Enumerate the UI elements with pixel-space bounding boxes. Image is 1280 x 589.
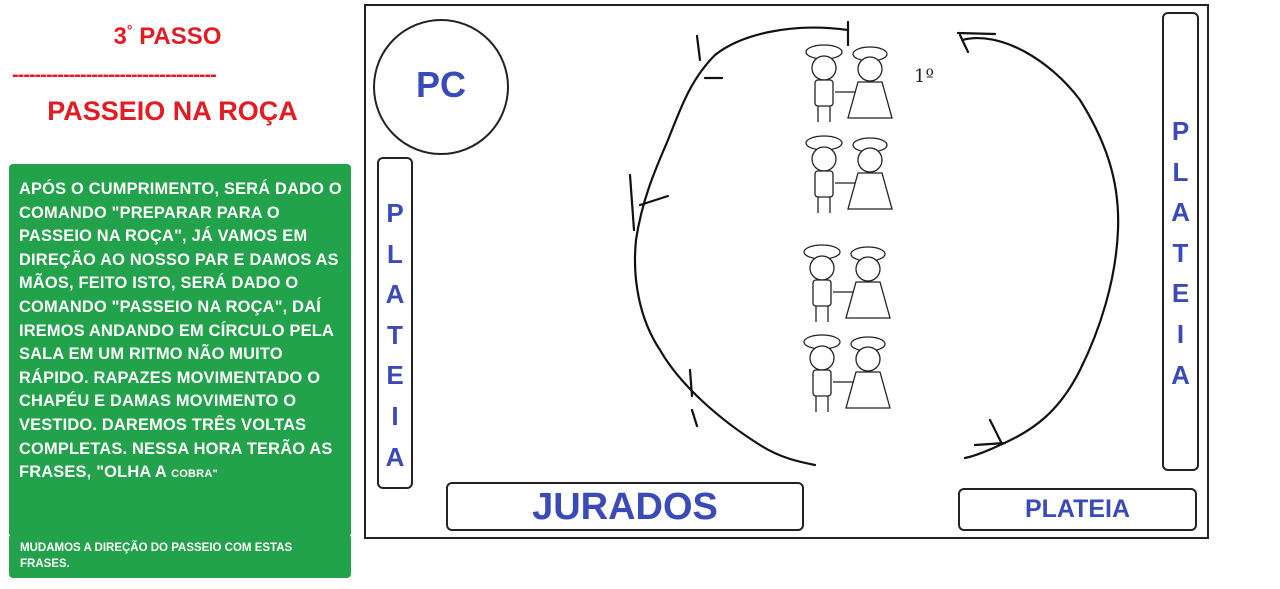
instructions-continuation-text: MUDAMOS A DIREÇÃO DO PASSEIO COM ESTAS F…	[20, 542, 293, 570]
couple-2	[805, 135, 893, 213]
route-right-arc	[960, 37, 1120, 460]
route-arrow-tick	[628, 20, 1007, 447]
audience-bottom-label: PLATEIA	[1024, 495, 1131, 523]
audience-bottom-box	[958, 488, 1197, 531]
first-couple-mark: 1º	[914, 66, 934, 87]
instructions-continuation-box: MUDAMOS A DIREÇÃO DO PASSEIO COM ESTAS F…	[9, 534, 351, 578]
judges-label: JURADOS	[532, 486, 718, 528]
judges-box	[446, 482, 804, 531]
couple-1	[805, 44, 893, 122]
dance-floor-diagram	[364, 4, 1209, 539]
instructions-text: APÓS O CUMPRIMENTO, SERÁ DADO O COMANDO …	[19, 180, 342, 482]
page-title: PASSEIO NA ROÇA	[47, 96, 298, 126]
divider-line: ------------------------------------	[12, 64, 217, 86]
route-left-arc	[633, 26, 850, 467]
couple-3	[803, 244, 891, 322]
pc-label: PC	[415, 64, 466, 105]
instructions-box: APÓS O CUMPRIMENTO, SERÁ DADO O COMANDO …	[9, 164, 351, 537]
couple-4	[803, 334, 891, 412]
pc-circle	[373, 19, 509, 155]
step-title: 3° PASSO	[113, 22, 222, 50]
